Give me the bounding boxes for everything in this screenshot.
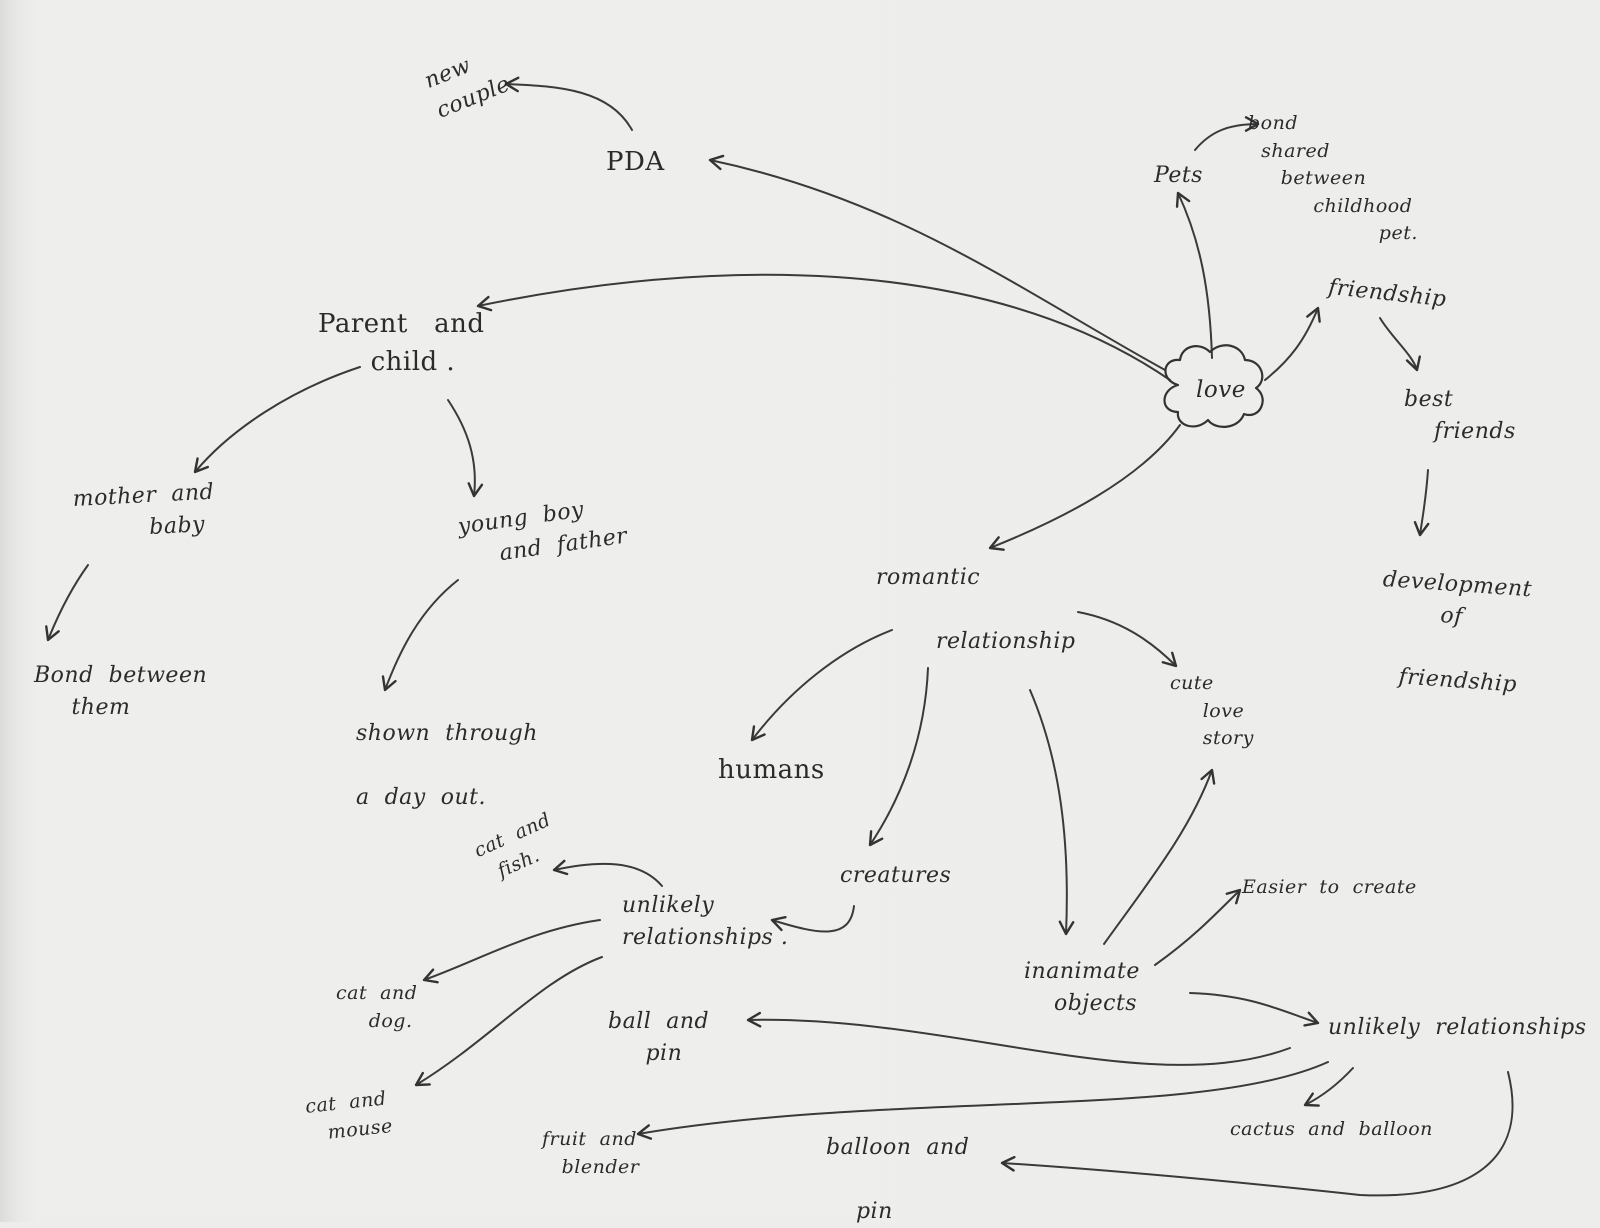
node-ball-and-pin: ball and pin <box>608 1009 710 1066</box>
node-romantic-relationship: romantic relationship <box>876 565 1076 654</box>
arrow-unlikely2-to-cactus <box>1303 1067 1354 1107</box>
node-inanimate-objects: inanimate objects <box>1024 959 1140 1016</box>
node-fruit-and-blender: fruit and blender <box>542 1128 640 1178</box>
node-balloon-and-pin: balloon and pin <box>826 1135 970 1224</box>
node-humans: humans <box>718 755 825 785</box>
node-parent-child: Parent and child . <box>318 309 485 377</box>
arrow-love-to-pda <box>708 154 1166 371</box>
node-bond-pet: bond shared between childhood pet. <box>1248 112 1418 245</box>
node-best-friends: best friends <box>1404 387 1516 444</box>
arrow-romantic-to-inanimate <box>1029 689 1075 936</box>
node-cat-and-mouse: cat and mouse <box>304 1087 394 1146</box>
node-development: development of friendship <box>1375 566 1533 698</box>
node-unlikely-relationships-creatures: unlikely relationships . <box>622 893 789 950</box>
arrow-pda-to-new-couple <box>504 76 633 131</box>
arrow-inanimate-to-cute-love <box>1103 768 1216 945</box>
arrow-inanimate-to-easier <box>1154 888 1242 966</box>
arrow-unlikely-to-cat-mouse <box>414 956 603 1087</box>
arrow-love-to-friendship <box>1264 306 1321 381</box>
arrow-parent-to-mother-baby <box>193 366 361 474</box>
node-cat-and-dog: cat and dog. <box>336 982 418 1032</box>
node-love: love <box>1196 377 1246 403</box>
arrow-unlikely-to-cat-fish <box>552 859 663 887</box>
arrow-unlikely2-to-fruit-blender <box>636 1061 1329 1140</box>
arrow-mother-baby-to-bond <box>45 564 89 642</box>
arrow-unlikely2-to-balloon-pin <box>1000 1071 1514 1197</box>
arrow-love-to-parent-child <box>476 273 1171 381</box>
arrow-parent-to-young-boy <box>447 399 484 498</box>
arrow-friendship-to-best-friends <box>1379 317 1421 372</box>
node-cute-love-story: cute love story <box>1170 672 1254 750</box>
arrow-romantic-to-cute-love <box>1077 611 1178 668</box>
arrow-unlikely-to-cat-dog <box>422 919 601 984</box>
arrow-romantic-to-humans <box>750 629 893 742</box>
arrow-love-to-romantic <box>988 424 1181 551</box>
arrow-young-boy-to-shown <box>381 579 459 692</box>
node-easier-to-create: Easier to create <box>1242 876 1417 898</box>
node-pets: Pets <box>1154 163 1203 188</box>
node-pda: PDA <box>606 147 665 177</box>
arrow-romantic-to-creatures <box>868 667 929 847</box>
node-mother-baby: mother and baby <box>72 479 215 544</box>
arrow-unlikely2-to-ball-pin <box>746 1011 1291 1066</box>
node-creatures: creatures <box>840 863 952 888</box>
arrow-inanimate-to-unlikely-2 <box>1189 992 1320 1027</box>
node-bond-between: Bond between them <box>34 663 208 720</box>
node-cactus-and-balloon: cactus and balloon <box>1230 1118 1433 1140</box>
arrow-creatures-to-unlikely <box>770 905 855 933</box>
node-shown-through: shown through a day out. <box>356 721 538 810</box>
arrow-best-friends-to-development <box>1413 469 1430 537</box>
node-unlikely-relationships-objects: unlikely relationships <box>1328 1015 1587 1040</box>
love-cloud-outline <box>1163 344 1264 428</box>
arrow-love-to-pets <box>1175 191 1213 359</box>
arrow-pets-to-bond <box>1194 116 1260 151</box>
